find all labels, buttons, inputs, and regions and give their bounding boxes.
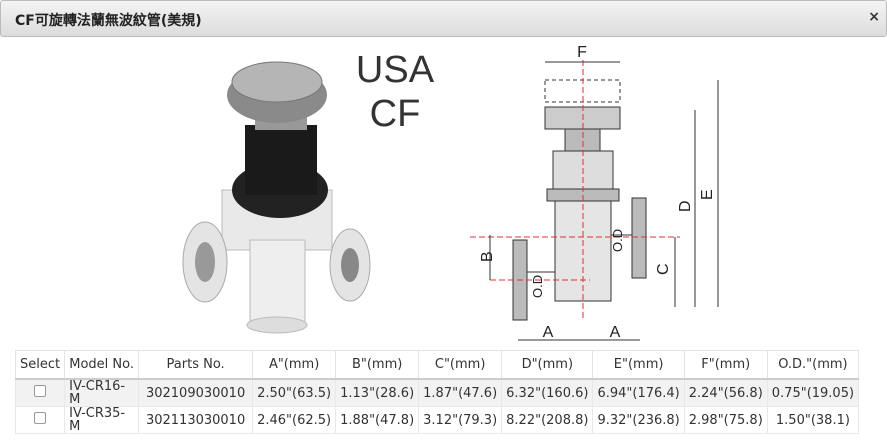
valve-illustration bbox=[182, 61, 371, 334]
od-cell: 1.50"(38.1) bbox=[766, 406, 860, 434]
d-cell: 6.32"(160.6) bbox=[501, 378, 594, 407]
dim-label-c: C bbox=[655, 263, 672, 275]
technical-drawing bbox=[470, 60, 719, 341]
col-od: O.D."(mm) bbox=[766, 350, 860, 380]
select-checkbox[interactable] bbox=[34, 412, 47, 424]
dim-label-a-left: A bbox=[543, 324, 554, 341]
col-e: E"(mm) bbox=[592, 350, 685, 380]
e-cell: 9.32"(236.8) bbox=[592, 406, 685, 434]
col-f: F"(mm) bbox=[683, 350, 768, 380]
col-c: C"(mm) bbox=[418, 350, 503, 380]
dim-label-f: F bbox=[577, 44, 587, 61]
f-cell: 2.24"(56.8) bbox=[683, 378, 768, 407]
model-cell: IV-CR16-M bbox=[64, 378, 140, 407]
col-select: Select bbox=[14, 350, 66, 380]
col-parts: Parts No. bbox=[138, 350, 254, 380]
col-a: A"(mm) bbox=[252, 350, 337, 380]
c-cell: 3.12"(79.3) bbox=[418, 406, 503, 434]
dim-label-e: E bbox=[699, 189, 716, 200]
col-b: B"(mm) bbox=[335, 350, 420, 380]
e-cell: 6.94"(176.4) bbox=[592, 378, 685, 407]
b-cell: 1.13"(28.6) bbox=[335, 378, 420, 407]
parts-cell: 302109030010 bbox=[138, 378, 254, 407]
table-row: IV-CR16-M 302109030010 2.50"(63.5) 1.13"… bbox=[14, 378, 860, 407]
col-model: Model No. bbox=[64, 350, 140, 380]
select-checkbox[interactable] bbox=[34, 385, 47, 397]
c-cell: 1.87"(47.6) bbox=[418, 378, 503, 407]
f-cell: 2.98"(75.8) bbox=[683, 406, 768, 434]
dim-label-od-right: O.D bbox=[610, 229, 625, 252]
title-bar: CF可旋轉法蘭無波紋管(美規) × bbox=[0, 0, 887, 37]
brand-cf-text: CF bbox=[370, 93, 421, 135]
spec-table: Select Model No. Parts No. A"(mm) B"(mm)… bbox=[14, 350, 860, 434]
close-icon[interactable]: × bbox=[868, 9, 880, 25]
table-header-row: Select Model No. Parts No. A"(mm) B"(mm)… bbox=[14, 350, 860, 380]
a-cell: 2.46"(62.5) bbox=[252, 406, 337, 434]
b-cell: 1.88"(47.8) bbox=[335, 406, 420, 434]
dim-label-d: D bbox=[677, 200, 694, 212]
window-title: CF可旋轉法蘭無波紋管(美規) bbox=[15, 13, 202, 29]
col-d: D"(mm) bbox=[501, 350, 594, 380]
parts-cell: 302113030010 bbox=[138, 406, 254, 434]
product-figure: USA CF F B C D E A A O.D O.D bbox=[182, 44, 719, 341]
a-cell: 2.50"(63.5) bbox=[252, 378, 337, 407]
d-cell: 8.22"(208.8) bbox=[501, 406, 594, 434]
od-cell: 0.75"(19.05) bbox=[766, 378, 860, 407]
dim-label-od-left: O.D bbox=[530, 275, 545, 298]
brand-usa-text: USA bbox=[356, 49, 435, 91]
dim-label-a-right: A bbox=[610, 324, 621, 341]
table-row: IV-CR35-M 302113030010 2.46"(62.5) 1.88"… bbox=[14, 406, 860, 434]
dim-label-b: B bbox=[479, 251, 496, 262]
model-cell: IV-CR35-M bbox=[64, 406, 140, 434]
